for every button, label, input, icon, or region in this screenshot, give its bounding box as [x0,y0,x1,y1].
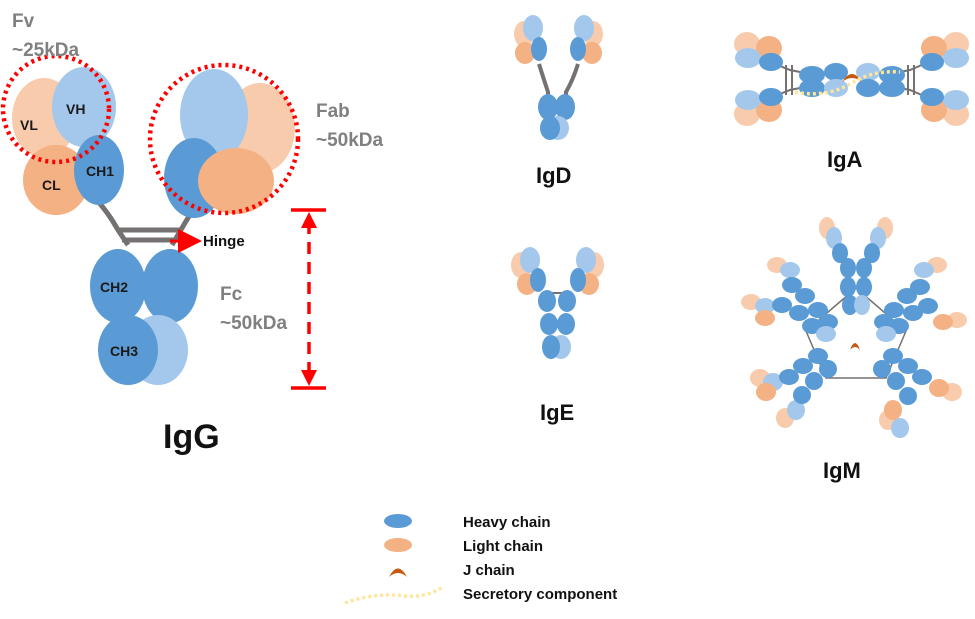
hinge-label: Hinge [203,233,245,250]
igg-title: IgG [163,418,220,456]
ch1-label: CH1 [86,163,114,179]
iga-secretory-component [794,70,901,96]
iga-structure: IgA [734,32,969,172]
igg-vh-domain [52,67,116,147]
fv-mass: ~25kDa [12,40,80,61]
ige-title: IgE [540,400,574,425]
igg-ch2-right [142,249,198,323]
legend-light-swatch [384,538,412,552]
iga-j-chain-icon [842,74,862,82]
igg-ch3-left [98,315,158,385]
fc-bracket [291,208,326,390]
igm-title: IgM [823,458,861,483]
igd-structure: IgD [514,15,603,188]
igg-right-vh-domain [180,69,248,161]
legend-j-chain-icon [389,568,407,577]
igm-structure: IgM [741,217,967,483]
igm-j-chain-icon [850,343,860,350]
igg-cl-domain [23,145,89,215]
igd-title: IgD [536,163,571,188]
igg-ch2-left [90,249,146,323]
fab-mass: ~50kDa [316,130,384,151]
iga-title: IgA [827,147,863,172]
fc-mass: ~50kDa [220,313,288,334]
vh-label: VH [66,101,85,117]
legend-light-label: Light chain [463,538,543,555]
ige-structure: IgE [511,247,604,425]
legend-j-label: J chain [463,562,515,579]
igg-structure: VH VL CH1 CL CH2 CH3 Hinge Fv ~25kDa Fab… [0,11,384,456]
ch2-label: CH2 [100,279,128,295]
fc-name: Fc [220,284,243,305]
legend-secretory-label: Secretory component [463,586,617,603]
vl-label: VL [20,117,38,133]
legend-heavy-swatch [384,514,412,528]
legend-secretory-swatch [344,585,444,605]
legend: Heavy chain Light chain J chain Secretor… [344,514,617,605]
fv-highlight-circle [0,53,112,165]
fab-name: Fab [316,101,350,122]
fv-name: Fv [12,11,35,32]
cl-label: CL [42,177,61,193]
fab-highlight-circle [147,62,301,216]
legend-heavy-label: Heavy chain [463,514,551,531]
igg-right-cl-domain [198,148,274,214]
ch3-label: CH3 [110,343,138,359]
